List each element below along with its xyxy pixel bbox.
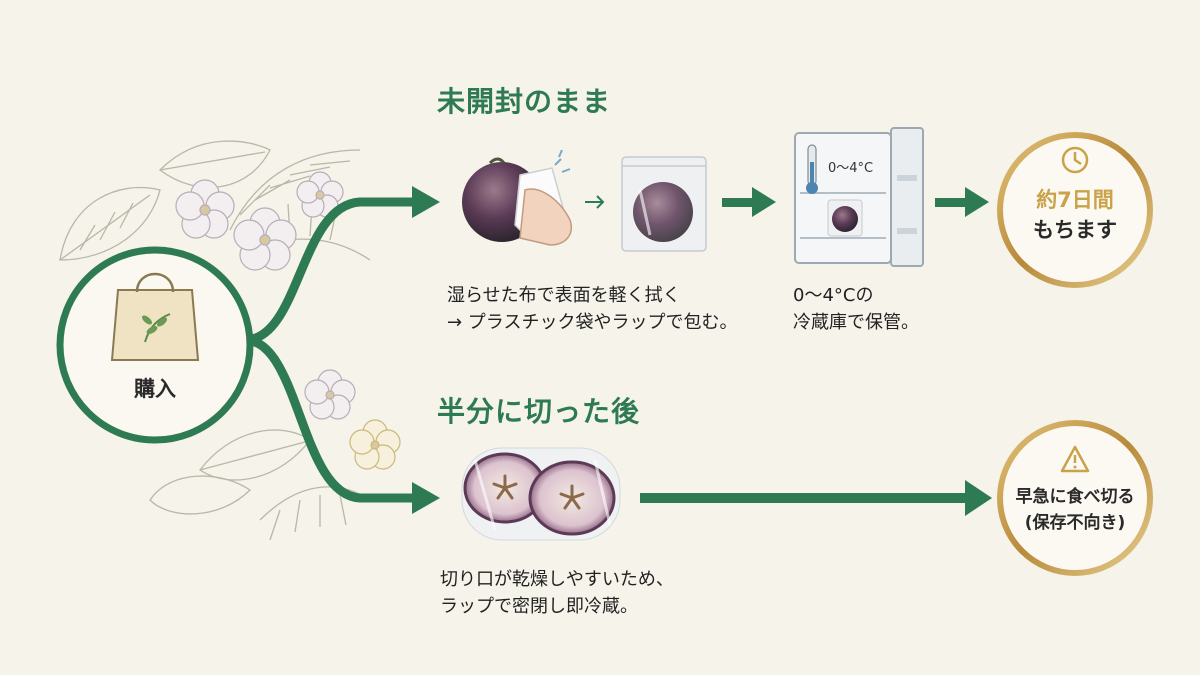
unopened-step1-caption: 湿らせた布で表面を軽く拭く → プラスチック袋やラップで包む。 xyxy=(447,282,737,336)
result-eat-soon-text: 早急に食べ切る (保存不向き) xyxy=(1000,484,1150,536)
unopened-step2-caption: 0〜4°Cの 冷蔵庫で保管。 xyxy=(793,282,919,336)
result-line-2: もちます xyxy=(1033,218,1117,242)
small-arrow xyxy=(585,195,605,209)
clock-icon xyxy=(1061,146,1089,174)
fridge-temperature-label: 0〜4°C xyxy=(828,161,874,176)
caption-line: 0〜4°Cの xyxy=(793,285,874,306)
caption-line: ラップで密閉し即冷蔵。 xyxy=(440,596,638,617)
result-7days-text: 約7日間 もちます xyxy=(1000,185,1150,245)
result-badge-7days xyxy=(997,132,1153,288)
caption-line: 冷蔵庫で保管。 xyxy=(793,312,919,333)
unopened-heading: 未開封のまま xyxy=(437,85,612,118)
result-line-1: 早急に食べ切る xyxy=(1015,487,1135,507)
caption-line: → プラスチック袋やラップで包む。 xyxy=(447,312,738,333)
arrow-head-bottom xyxy=(412,482,440,514)
caption-line: 切り口が乾燥しやすいため、 xyxy=(440,569,674,590)
flower-decoration xyxy=(175,171,401,470)
result-line-1: 約7日間 xyxy=(1036,188,1114,212)
long-arrow-bottom xyxy=(640,480,992,516)
warning-icon xyxy=(1060,445,1090,473)
step-arrow-1 xyxy=(722,187,776,217)
step-arrow-2 xyxy=(935,187,989,217)
result-badge-eat-soon xyxy=(997,420,1153,576)
cut-fruit-illustration xyxy=(461,447,621,541)
arrow-head-top xyxy=(412,186,440,218)
start-label: 購入 xyxy=(134,377,176,401)
shopping-bag-icon xyxy=(110,272,200,361)
cut-heading: 半分に切った後 xyxy=(437,395,641,428)
refrigerator-illustration xyxy=(794,127,924,267)
cut-caption: 切り口が乾燥しやすいため、 ラップで密閉し即冷蔵。 xyxy=(440,566,674,620)
result-line-2: (保存不向き) xyxy=(1024,513,1126,533)
branch-arrows xyxy=(240,197,425,503)
wrapped-fruit-illustration xyxy=(621,156,707,252)
caption-line: 湿らせた布で表面を軽く拭く xyxy=(447,285,681,306)
fruit-wiping-illustration xyxy=(462,149,572,246)
